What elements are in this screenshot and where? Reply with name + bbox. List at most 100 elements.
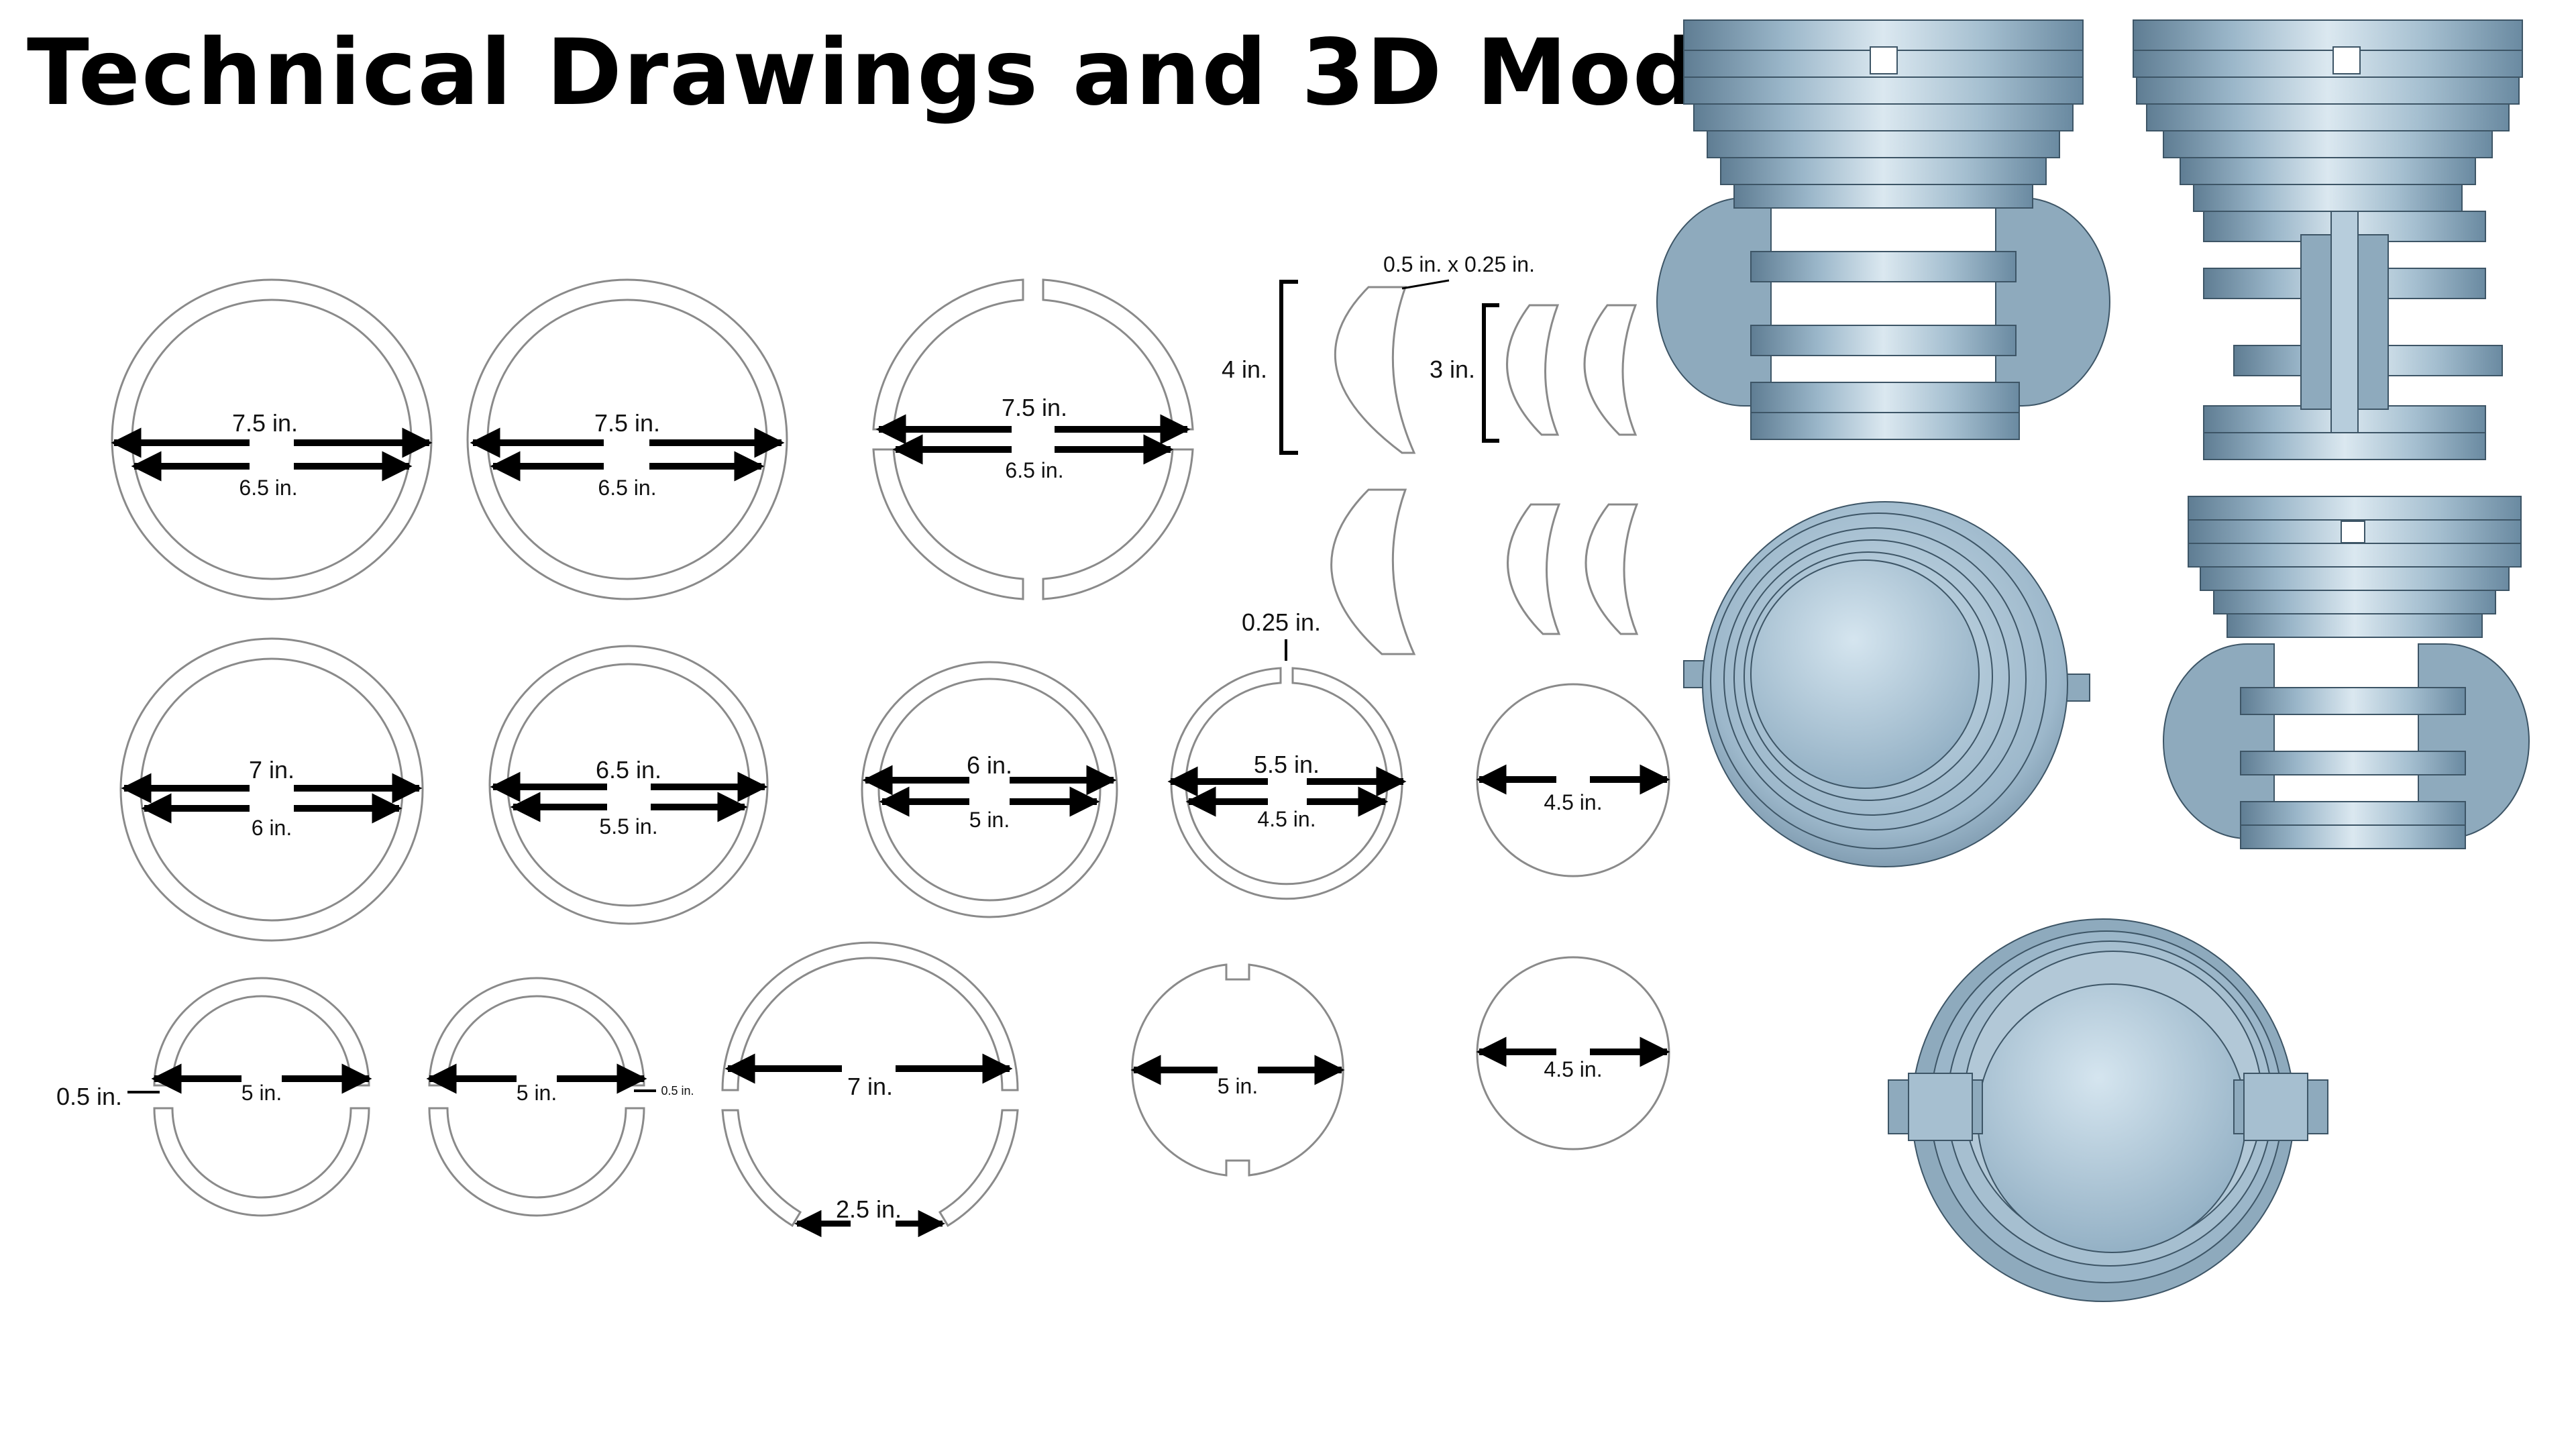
model-layer	[1707, 130, 2060, 158]
dimension-label: 4.5 in.	[1544, 1057, 1602, 1081]
model-lower-side-view	[2163, 496, 2530, 849]
model-side-view	[2133, 19, 2523, 460]
model-layer	[2146, 103, 2510, 131]
model-layer	[2133, 19, 2523, 51]
model-layer	[2226, 613, 2483, 638]
dimension-label: 5.5 in.	[599, 814, 657, 839]
model-bottom-view	[1888, 918, 2328, 1302]
model-layer	[2240, 801, 2466, 826]
model-layer	[1720, 157, 2047, 185]
model-layer	[2163, 130, 2493, 158]
dimension-label: 4.5 in.	[1544, 790, 1602, 814]
model-side-arc	[1656, 197, 1772, 407]
ring-drawing-r1c: 7.5 in. 6.5 in.	[872, 278, 1194, 600]
model-slot	[2332, 46, 2361, 74]
ring-drawing-r2d: 0.25 in. 5.5 in. 4.5 in.	[1167, 608, 1407, 900]
model-side-arc	[1995, 197, 2110, 407]
support-piece	[1334, 286, 1416, 454]
dimension-label: 4.5 in.	[1257, 807, 1316, 831]
dimension-label: 3 in.	[1430, 356, 1475, 383]
ring-segment	[1042, 278, 1194, 431]
model-rib	[2240, 751, 2466, 775]
model-step-ring	[1710, 513, 2047, 849]
dimension-label: 7 in.	[249, 756, 294, 784]
model-layer	[2203, 432, 2486, 460]
dimension-label: 5 in.	[1218, 1074, 1258, 1098]
model-layer	[1750, 382, 2020, 413]
ring-segment	[721, 941, 1019, 1091]
ring-drawing-r3b: 0.5 in. 5 in.	[426, 977, 694, 1217]
model-layer	[2240, 824, 2466, 849]
side-supports-drawing: 4 in. 0.5 in. x 0.25 in. 3 in.	[1222, 252, 1639, 655]
support-piece	[1330, 488, 1416, 655]
dimension-label: 6.5 in.	[239, 476, 297, 500]
dimension-label: 5 in.	[517, 1081, 557, 1105]
leader-line	[1401, 279, 1450, 290]
ring-outline	[877, 678, 1102, 902]
dimension-label: 7.5 in.	[232, 409, 298, 437]
dimension-label: 5.5 in.	[1254, 751, 1320, 778]
disc-drawing-r2e: 4.5 in.	[1476, 683, 1670, 877]
dimension-label: 7 in.	[847, 1073, 893, 1100]
ring-segment	[872, 448, 1024, 600]
model-layer	[2188, 496, 2522, 521]
support-piece	[1585, 503, 1639, 635]
ring-drawing-r3a: 0.5 in. 5 in.	[56, 977, 372, 1217]
model-layer	[1733, 184, 2033, 209]
ring-segment	[1042, 448, 1194, 600]
model-layer	[2213, 590, 2496, 614]
model-tab	[2243, 1073, 2308, 1141]
model-layer	[2133, 50, 2523, 78]
ring-drawing-r2b: 6.5 in. 5.5 in.	[488, 645, 769, 925]
dimension-label: 6 in.	[252, 816, 292, 840]
model-inner-disc	[1750, 559, 1980, 789]
dimension-label: 0.5 in.	[661, 1084, 694, 1097]
dimension-label: 7.5 in.	[594, 409, 660, 437]
dimension-label: 5 in.	[969, 808, 1010, 832]
ring-segment	[428, 977, 645, 1087]
model-layer	[1683, 19, 2084, 51]
ring-segment	[153, 1107, 370, 1217]
model-slot	[1870, 46, 1898, 74]
ring-segment	[938, 1109, 1019, 1228]
disc-drawing-r3d: 5 in.	[1130, 963, 1345, 1177]
model-layer	[1683, 76, 2084, 105]
dimension-label: 6.5 in.	[1005, 458, 1063, 482]
support-piece	[1507, 503, 1561, 635]
model-front-view	[1656, 19, 2110, 440]
model-tab	[1908, 1073, 1973, 1141]
ring-segment	[428, 1107, 645, 1217]
model-slot	[2341, 521, 2365, 543]
dimension-label: 2.5 in.	[836, 1195, 902, 1223]
dimension-label: 7.5 in.	[1002, 394, 1067, 421]
model-rib	[1750, 251, 2017, 282]
model-layer	[2200, 566, 2510, 591]
support-piece	[1506, 304, 1560, 436]
dimension-label: 5 in.	[241, 1081, 282, 1105]
model-layer	[2188, 543, 2522, 568]
dimension-label: 0.25 in.	[1242, 608, 1321, 636]
ring-drawing-r1b: 7.5 in. 6.5 in.	[466, 278, 788, 600]
dimension-label: 6.5 in.	[598, 476, 656, 500]
dimension-label: 6 in.	[967, 751, 1012, 779]
ring-outline	[1170, 667, 1403, 900]
dimension-label: 4 in.	[1222, 356, 1267, 383]
ring-drawing-r1a: 7.5 in. 6.5 in.	[111, 278, 433, 600]
model-layer	[1693, 103, 2074, 131]
ring-segment	[721, 1109, 802, 1228]
disc-drawing-r3e: 4.5 in.	[1476, 956, 1670, 1150]
ring-drawing-r2c: 6 in. 5 in.	[861, 661, 1118, 918]
bracket	[1279, 280, 1298, 455]
ring-outline	[119, 637, 424, 942]
model-inner-disc	[1977, 983, 2247, 1253]
model-rib	[2240, 687, 2466, 715]
model-step-ring	[1743, 551, 1993, 801]
dimension-label: 6.5 in.	[596, 756, 661, 784]
support-piece	[1583, 304, 1638, 436]
model-layer	[2193, 184, 2463, 212]
ring-outline	[466, 278, 788, 600]
bracket	[1482, 303, 1499, 443]
model-layer	[1750, 412, 2020, 440]
model-top-view	[1683, 501, 2090, 867]
